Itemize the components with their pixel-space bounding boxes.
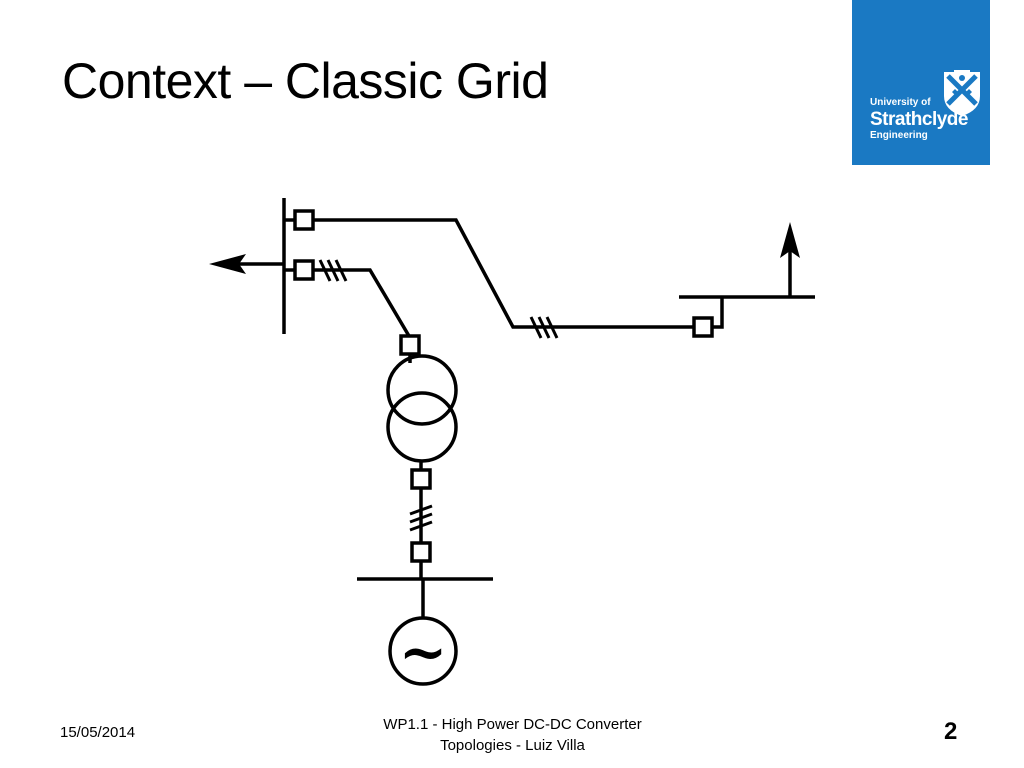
- three-phase-marker-feeder: [318, 259, 348, 282]
- slide-title: Context – Classic Grid: [62, 53, 549, 109]
- transformer-hv-breaker: [399, 334, 421, 356]
- transformer-secondary-winding: [386, 391, 458, 463]
- right-connection: [712, 297, 724, 329]
- three-phase-marker-cable: [409, 504, 433, 532]
- generator-symbol: ~: [399, 618, 448, 686]
- up-arrow-icon: [780, 222, 800, 258]
- logo-line-3: Engineering: [870, 130, 928, 141]
- footer-date: 15/05/2014: [60, 724, 136, 741]
- transformer-feeder-line: [313, 268, 411, 337]
- left-arrow-icon: [209, 254, 246, 274]
- generator-icon: [388, 616, 458, 686]
- logo-line-1: University of: [870, 97, 931, 108]
- crest-icon: [944, 70, 980, 116]
- right-breaker: [692, 316, 714, 338]
- top-transmission-line: [313, 218, 694, 329]
- generator-lower-breaker: [410, 541, 432, 563]
- top-feeder-breaker: [293, 209, 315, 231]
- page-number: 2: [944, 718, 958, 745]
- second-feeder-breaker: [293, 259, 315, 281]
- logo-line-2: Strathclyde: [870, 109, 968, 130]
- university-logo: University of Strathclyde Engineering: [852, 0, 990, 165]
- footer-title-line-2: Topologies - Luiz Villa: [440, 737, 585, 754]
- footer-title-line-1: WP1.1 - High Power DC-DC Converter: [383, 716, 642, 733]
- three-phase-marker-line: [529, 316, 559, 339]
- generator-upper-breaker: [410, 468, 432, 490]
- transformer-primary-winding: [386, 354, 458, 426]
- footer-title: WP1.1 - High Power DC-DC Converter Topol…: [345, 714, 680, 756]
